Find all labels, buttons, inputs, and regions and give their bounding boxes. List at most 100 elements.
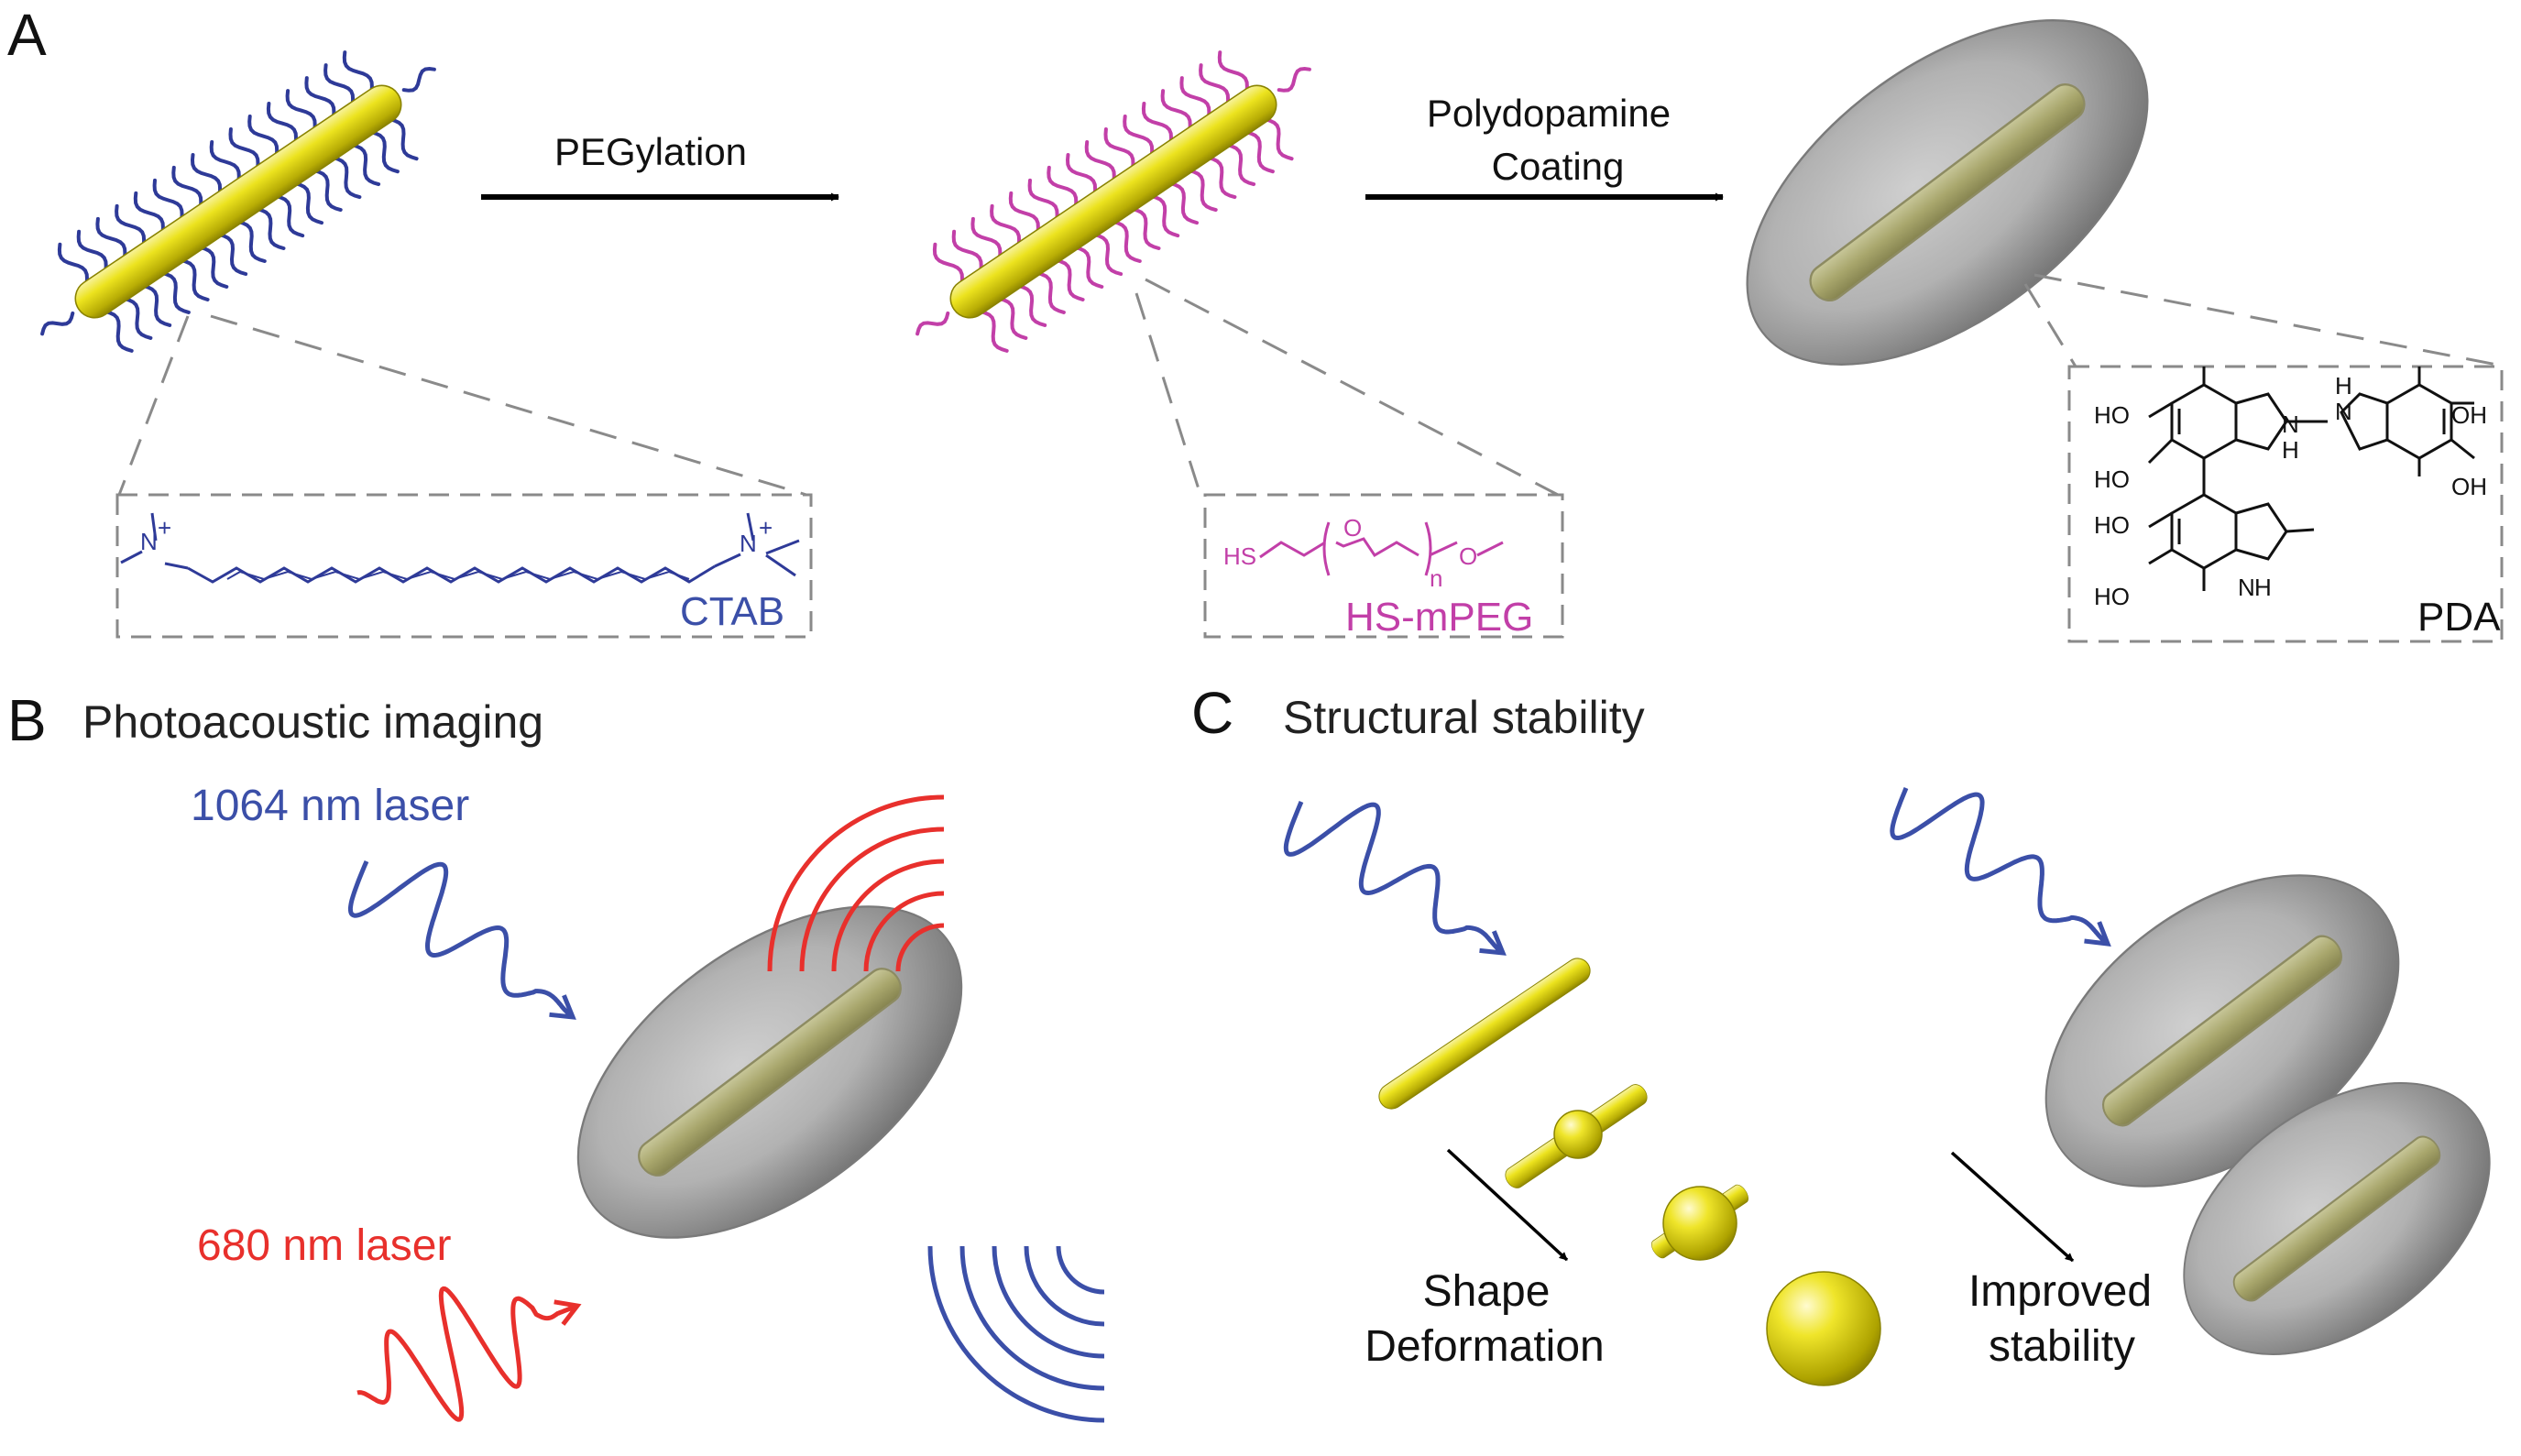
ctab-zoom-line-left: [117, 315, 190, 496]
ligand-chain: [57, 242, 90, 286]
ligand-chain: [388, 117, 419, 161]
peg-structure-box: HS O n O HS-mPEG: [1203, 493, 1564, 640]
improved-stability-pointer: [1950, 1151, 2075, 1263]
ligand-chain: [266, 102, 299, 146]
pda-oh-5: OH: [2451, 401, 2487, 429]
pda-coated-nanorod: [1684, 0, 2210, 434]
ligand-chain: [285, 89, 317, 133]
ctab-atom-n-right: N: [740, 530, 757, 557]
ligand-chain: [133, 191, 165, 235]
signal-arc: [799, 827, 945, 972]
ligand-chain: [978, 309, 1009, 353]
ctab-zoom-line-right: [210, 314, 807, 497]
ligand-chain: [115, 203, 147, 247]
ctab-charge-left: +: [158, 514, 171, 542]
ligand-chain: [350, 143, 381, 187]
signal-arc: [1024, 1245, 1105, 1327]
pda-oh-6: OH: [2451, 473, 2487, 500]
ligand-chain: [312, 169, 343, 213]
polydopamine-label-line2: Coating: [1492, 145, 1625, 188]
ligand-chain: [190, 153, 223, 197]
pda-structure-box: HO HO HO HO OH OH N H N H N H PDA: [2067, 365, 2504, 643]
ligand-chain: [951, 229, 983, 273]
panel-c-title: Structural stability: [1283, 692, 1645, 743]
ligand-chain: [1035, 270, 1066, 314]
ligand-chain: [1027, 178, 1059, 222]
ligand-chain: [1263, 117, 1294, 161]
panel-c-laser-wave-left: [1283, 801, 1507, 956]
pda-oh-2: HO: [2094, 465, 2130, 493]
deformed-rod-stage-1: [1374, 953, 1595, 1114]
panel-c-letter: C: [1191, 680, 1233, 746]
laser-680-wave: [356, 1286, 582, 1422]
peg-zoom-line-right: [1145, 278, 1559, 497]
ligand-chain: [171, 165, 203, 209]
peg-zoom-line-left: [1134, 292, 1202, 496]
pda-nh-2-h: H: [2335, 372, 2352, 400]
deformed-rod-stage-3: [1648, 1181, 1752, 1262]
ligand-chain: [255, 206, 286, 250]
ligand-chain: [40, 311, 75, 336]
ligand-chain: [1225, 143, 1256, 187]
ctab-structure-box: N + N + CTAB: [115, 493, 813, 639]
signal-arc: [767, 794, 945, 972]
peg-label: HS-mPEG: [1345, 595, 1533, 640]
ligand-chain: [401, 66, 436, 93]
laser-1064-label: 1064 nm laser: [191, 782, 469, 830]
pda-zoom-line-right: [2033, 273, 2507, 368]
ligand-chain: [323, 63, 356, 107]
ligand-chain: [1054, 257, 1085, 301]
ligand-chain: [1084, 140, 1116, 184]
ligand-chain: [209, 140, 241, 184]
ctab-ligands: [40, 50, 436, 353]
ligand-chain: [997, 296, 1028, 340]
ligand-chain: [217, 232, 248, 276]
ligand-chain: [1092, 232, 1123, 276]
ligand-chain: [1130, 206, 1161, 250]
ligand-chain: [1123, 115, 1155, 159]
ligand-chain: [1199, 63, 1231, 107]
pda-label: PDA: [2417, 595, 2501, 640]
peg-atom-o1: O: [1343, 514, 1362, 542]
ligand-chain: [179, 257, 210, 301]
pda-nh-3-h: H: [2254, 574, 2272, 601]
ligand-chain: [103, 309, 134, 353]
ligand-chain: [236, 219, 267, 263]
ligand-chain: [932, 242, 965, 286]
ligand-chain: [1179, 76, 1211, 120]
ligand-chain: [95, 216, 127, 260]
ctab-charge-right: +: [759, 514, 773, 542]
ligand-chain: [1141, 102, 1174, 146]
ligand-chain: [1111, 219, 1142, 263]
peg-gold-nanorod: [915, 50, 1311, 353]
panel-a-letter: A: [7, 2, 47, 68]
ligand-chain: [152, 178, 184, 222]
ligand-chain: [1065, 153, 1098, 197]
improved-stability-label-line1: Improved: [1968, 1267, 2152, 1316]
ligand-chain: [1244, 130, 1275, 174]
photoacoustic-signal-blue: [927, 1245, 1105, 1423]
ligand-chain: [292, 181, 323, 225]
ligand-chain: [274, 194, 305, 238]
improved-stability-label-line2: stability: [1989, 1322, 2135, 1371]
photoacoustic-signal-red: [767, 794, 945, 972]
shape-deformation-label-line1: Shape: [1423, 1267, 1551, 1316]
signal-arc: [927, 1245, 1105, 1423]
shape-deformation-pointer: [1446, 1148, 1569, 1262]
peg-subscript-n: n: [1430, 564, 1442, 592]
pda-oh-3: HO: [2094, 511, 2130, 539]
ctab-atom-n-left: N: [140, 528, 158, 555]
deformed-rod-stage-2: [1501, 1080, 1651, 1192]
ligand-chain: [342, 50, 374, 94]
ligand-chain: [247, 115, 280, 159]
ligand-chain: [1277, 66, 1311, 93]
ligand-chain: [331, 156, 362, 200]
panel-b-title: Photoacoustic imaging: [82, 696, 543, 748]
pda-nh-1-n: N: [2282, 411, 2299, 438]
peg-atom-sh: HS: [1223, 542, 1256, 570]
signal-arc: [895, 923, 945, 972]
pda-nh-1-h: H: [2282, 436, 2299, 464]
ligand-chain: [304, 76, 336, 120]
ligand-chain: [1160, 89, 1192, 133]
pda-zoom-line-left: [2023, 283, 2077, 367]
